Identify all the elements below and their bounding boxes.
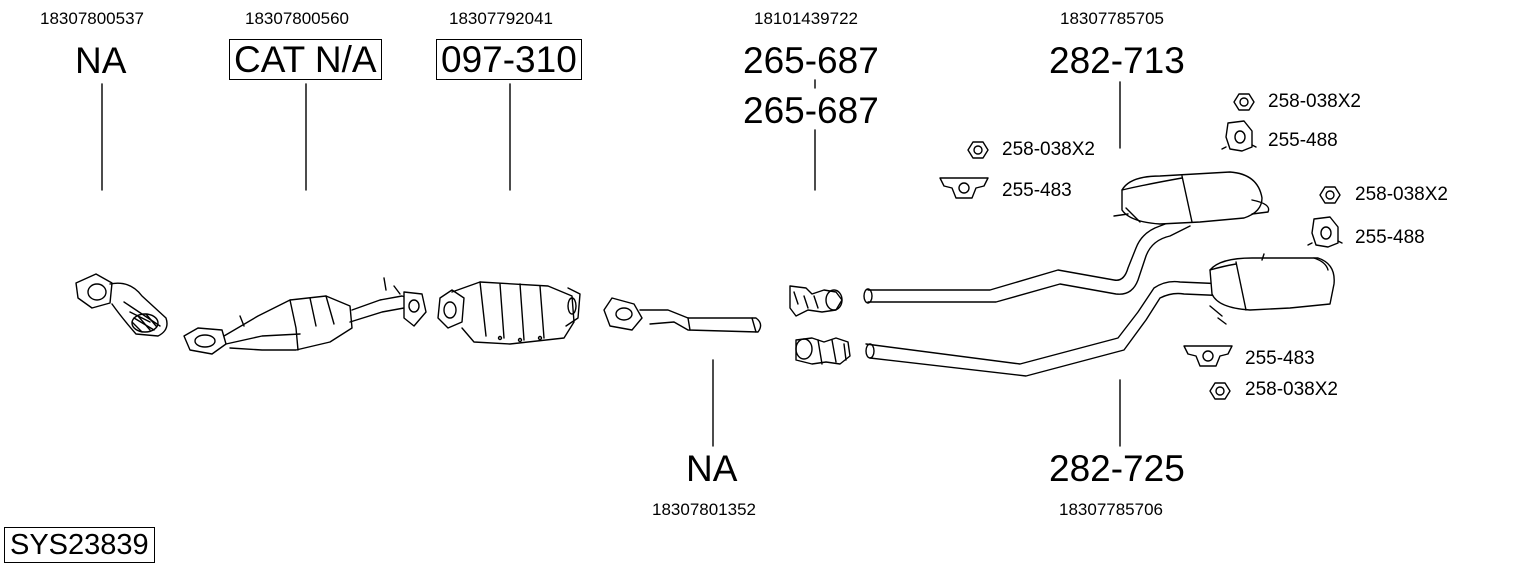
oem-number: 18307785705 (1060, 9, 1165, 28)
intermediate-pipe (604, 298, 761, 332)
nut-icon (1210, 383, 1230, 399)
part-number[interactable]: 265-687 (743, 40, 879, 81)
rubber-mount-icon (1222, 121, 1256, 151)
oem-number: 18307800537 (40, 9, 145, 28)
catalytic-converter (438, 282, 580, 344)
pipe-clamp-lower (796, 338, 850, 364)
rubber-hanger-icon (1184, 346, 1232, 366)
part-number[interactable]: NA (686, 448, 738, 489)
pipe-clamp-upper (790, 286, 842, 316)
hardware-label[interactable]: 255-488 (1268, 130, 1338, 151)
hardware-label[interactable]: 255-483 (1002, 180, 1072, 201)
hardware-label[interactable]: 255-488 (1355, 227, 1425, 248)
oem-number: 18307801352 (652, 500, 757, 519)
part-number[interactable]: NA (75, 40, 127, 81)
leader-lines (102, 80, 1120, 446)
hardware-label[interactable]: 258-038X2 (1002, 139, 1095, 160)
hardware-label[interactable]: 258-038X2 (1268, 91, 1361, 112)
front-flex-pipe (76, 274, 167, 336)
part-number[interactable]: CAT N/A (229, 39, 382, 80)
oem-number: 18101439722 (754, 9, 859, 28)
oem-number: 18307792041 (449, 9, 554, 28)
rubber-mount-icon (1308, 217, 1342, 247)
nut-icon (968, 142, 988, 158)
part-number[interactable]: 282-713 (1049, 40, 1185, 81)
part-number[interactable]: 265-687 (743, 90, 879, 131)
system-code: SYS23839 (4, 527, 155, 563)
nut-icon (1234, 94, 1254, 110)
hardware-label[interactable]: 255-483 (1245, 348, 1315, 369)
rubber-hanger-icon (940, 178, 988, 198)
rear-muffler-upper (864, 172, 1269, 303)
hardware-label[interactable]: 258-038X2 (1355, 184, 1448, 205)
oem-number: 18307785706 (1059, 500, 1164, 519)
hardware-label[interactable]: 258-038X2 (1245, 379, 1338, 400)
part-number[interactable]: 097-310 (436, 39, 582, 80)
rear-muffler-lower (866, 254, 1334, 376)
oem-number: 18307800560 (245, 9, 350, 28)
nut-icon (1320, 187, 1340, 203)
catalytic-front-pipe (184, 278, 426, 354)
part-number[interactable]: 282-725 (1049, 448, 1185, 489)
